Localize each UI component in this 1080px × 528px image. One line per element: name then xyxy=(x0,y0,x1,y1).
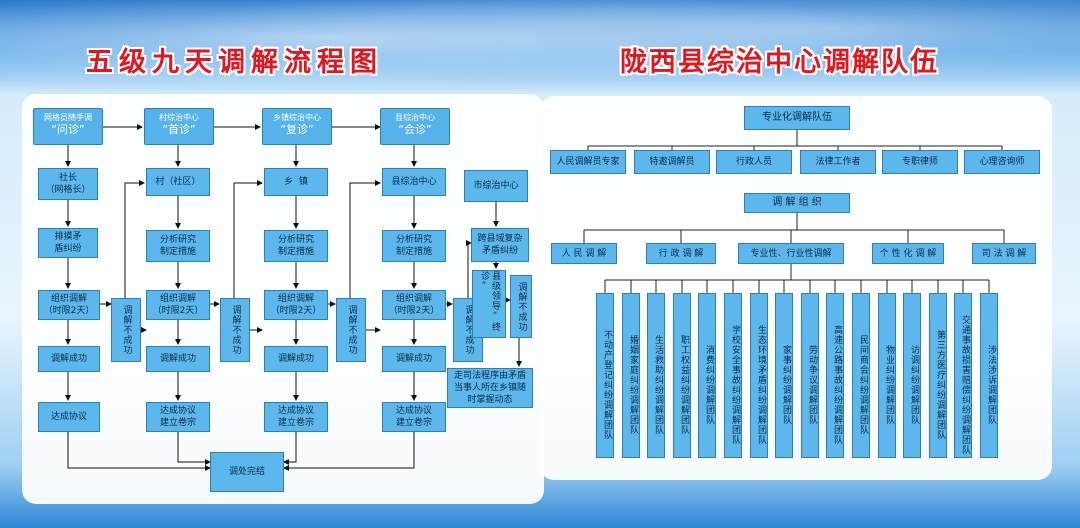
team-box: 高速公路事故纠纷调解团队 xyxy=(826,293,844,458)
county-analysis-box: 分析研究 制定措施 xyxy=(382,230,446,262)
stage-header-village: 村综治中心 “首诊” xyxy=(144,108,214,145)
team-box: 劳动争议调解团队 xyxy=(801,293,819,458)
stage-header-county-small: 县综治中心 xyxy=(395,113,435,122)
village-box: 村（社区） xyxy=(146,168,210,196)
county-org-box: 组织调解 （时限2天） xyxy=(382,290,446,320)
team-box: 学校安全事故纠纷调解团队 xyxy=(724,293,742,458)
team-chart-title: 陇西县综治中心调解队伍 xyxy=(620,47,939,78)
level1-box: 专职律师 xyxy=(882,150,958,174)
level1-box: 人民调解员专家 xyxy=(550,150,626,174)
stage-header-village-small: 村综治中心 xyxy=(159,113,199,122)
org-root-box: 专业化调解队伍 xyxy=(744,106,850,130)
team-box: 家事纠纷调解团队 xyxy=(775,293,793,458)
team-box: 生活救助纠纷调解团队 xyxy=(647,293,665,458)
stage-header-town: 乡镇综治中心 “复诊” xyxy=(262,108,332,145)
team-box: 民间商会纠纷调解团队 xyxy=(852,293,870,458)
village-agree-box: 达成协议 建立卷宗 xyxy=(146,402,210,432)
team-box: 涉法涉诉调解团队 xyxy=(980,293,998,458)
grid-org-box: 组织调解 （时限2天） xyxy=(38,290,100,320)
team-box: 第三方医疗纠纷调解团队 xyxy=(929,293,947,458)
mediation-org-box: 调 解 组 织 xyxy=(744,193,850,213)
stage-header-grid: 网格员随手调 “问诊” xyxy=(33,108,103,145)
town-agree-box: 达成协议 建立卷宗 xyxy=(264,402,328,432)
grid-fail-box: 调解不成功 xyxy=(111,298,141,362)
town-analysis-box: 分析研究 制定措施 xyxy=(264,230,328,262)
level1-box: 特邀调解员 xyxy=(634,150,710,174)
team-box: 访调纠纷调解团队 xyxy=(903,293,921,458)
grid-success-box: 调解成功 xyxy=(38,346,100,372)
county-success-box: 调解成功 xyxy=(382,346,446,372)
town-org-box: 组织调解 （时限2天） xyxy=(264,290,328,320)
grid-agree-box: 达成协议 xyxy=(38,402,100,432)
village-analysis-box: 分析研究 制定措施 xyxy=(146,230,210,262)
county-box: 县综治中心 xyxy=(382,168,446,196)
done-box: 调处完结 xyxy=(210,452,284,492)
village-fail-box: 调解不成功 xyxy=(220,298,250,362)
grid-leader-box: 社长 （网格长） xyxy=(38,168,98,200)
judicial-box: 走司法程序由矛盾当事人所在乡镇随时掌握动态 xyxy=(447,368,533,408)
level2-box: 司 法 调 解 xyxy=(972,243,1036,264)
team-box: 物业纠纷调解团队 xyxy=(878,293,896,458)
county-leader-box: 县级领导“终诊” xyxy=(472,270,506,338)
stage-header-grid-small: 网格员随手调 xyxy=(44,113,92,122)
stage-header-county: 县综治中心 “会诊” xyxy=(380,108,450,145)
town-box: 乡 镇 xyxy=(264,168,328,196)
cross-county-box: 跨县域复杂 矛盾纠纷 xyxy=(471,228,529,262)
flowchart-title: 五级九天调解流程图 xyxy=(86,47,383,78)
team-box: 消费纠纷调解团队 xyxy=(698,293,716,458)
stage-header-grid-big: “问诊” xyxy=(51,123,85,136)
grid-sort-box: 排摸矛 盾纠纷 xyxy=(38,228,98,258)
city-center-box: 市综治中心 xyxy=(464,170,528,202)
team-box: 交通事故损害赔偿纠纷调解团队 xyxy=(954,293,972,458)
stage-header-town-small: 乡镇综治中心 xyxy=(273,113,321,122)
village-org-box: 组织调解 （时限2天） xyxy=(146,290,210,320)
level1-box: 法律工作者 xyxy=(800,150,876,174)
level1-box: 行政人员 xyxy=(716,150,792,174)
town-success-box: 调解成功 xyxy=(264,346,328,372)
final-fail-box: 调解不成功 xyxy=(510,275,532,338)
stage-header-town-big: “复诊” xyxy=(280,123,314,136)
level1-box: 心理咨询师 xyxy=(964,150,1040,174)
village-success-box: 调解成功 xyxy=(146,346,210,372)
sky-background xyxy=(0,0,1080,95)
town-fail-box: 调解不成功 xyxy=(336,298,366,362)
team-box: 婚姻家庭纠纷调解团队 xyxy=(622,293,640,458)
team-box: 生态环境矛盾纠纷调解团队 xyxy=(750,293,768,458)
stage-header-village-big: “首诊” xyxy=(162,123,196,136)
level2-box: 个 性 化 调 解 xyxy=(872,243,944,264)
team-box: 职工权益纠纷调解团队 xyxy=(673,293,691,458)
county-agree-box: 达成协议 建立卷宗 xyxy=(382,402,446,432)
team-box: 不动产登记纠纷调解团队 xyxy=(596,293,614,458)
level2-box: 人 民 调 解 xyxy=(551,243,617,264)
level2-box: 行 政 调 解 xyxy=(646,243,716,264)
level2-box: 专业性、行业性调解 xyxy=(738,243,844,264)
stage-header-county-big: “会诊” xyxy=(398,123,432,136)
